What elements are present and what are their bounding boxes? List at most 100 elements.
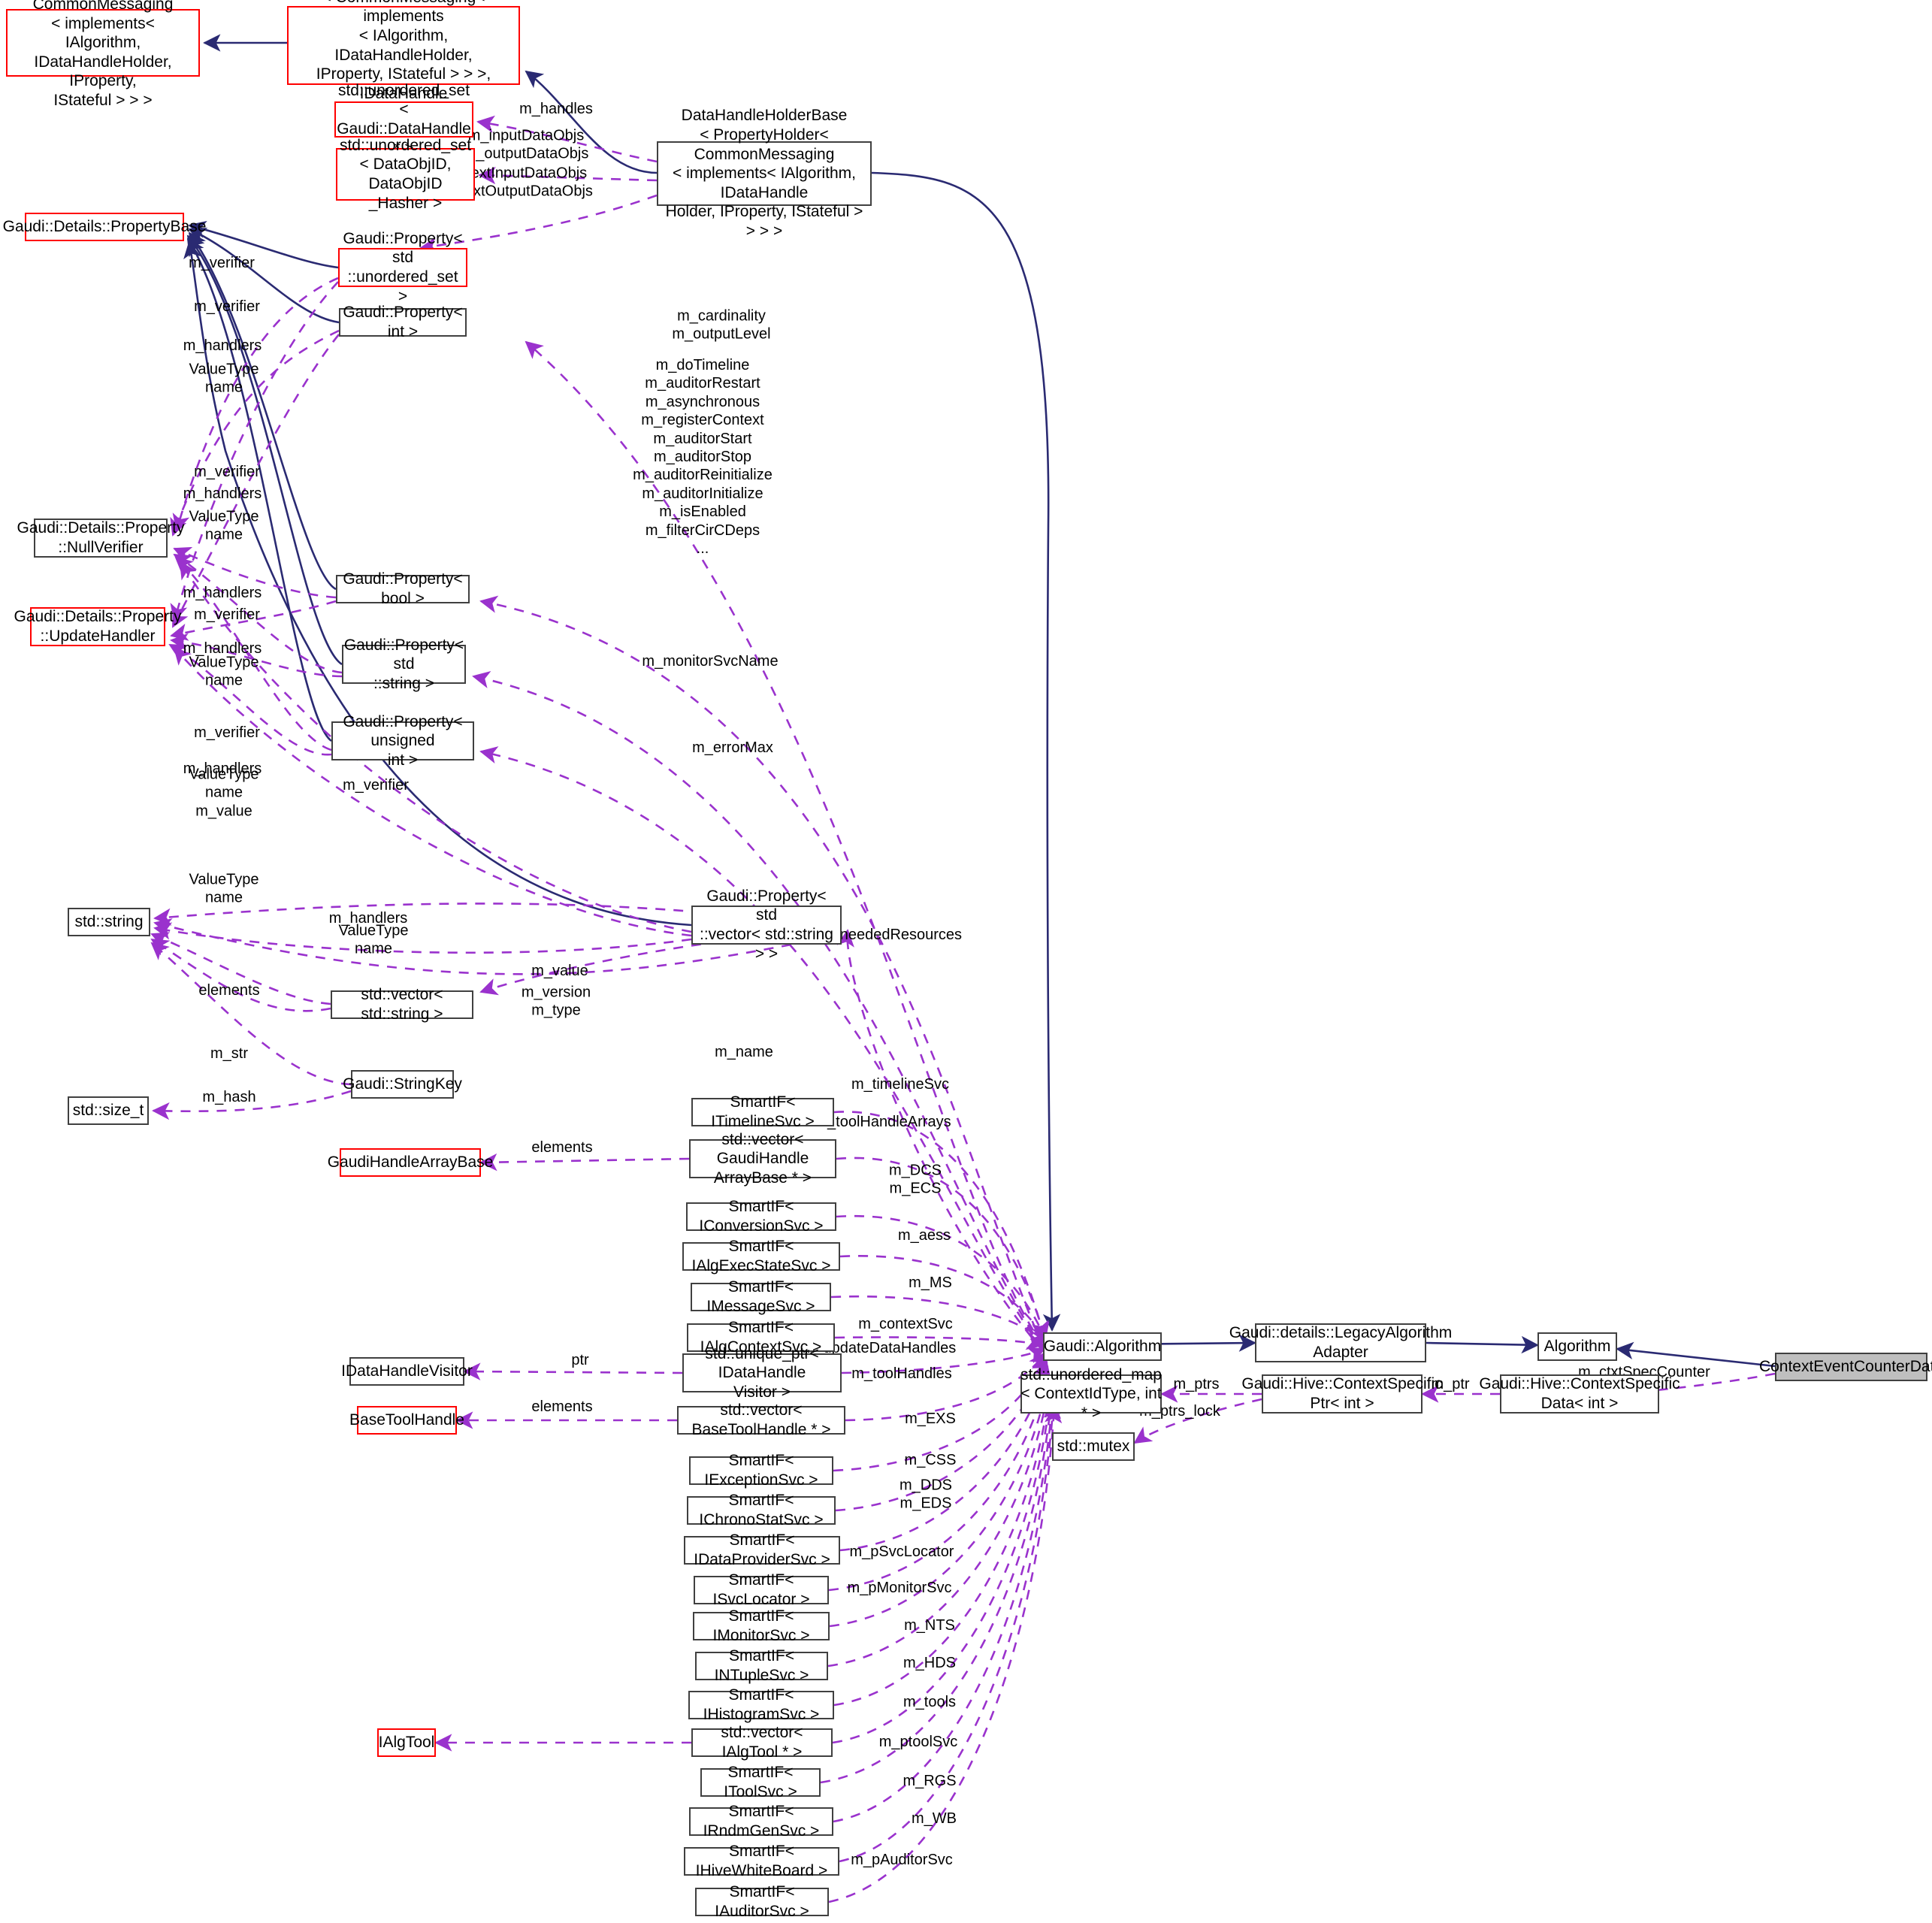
edge-label-l_handlers_2: m_handlers: [183, 485, 262, 502]
class-node-uptr_idatahandlevisitor[interactable]: std::unique_ptr< IDataHandle Visitor >: [682, 1345, 842, 1401]
edge-label-l_ptoolsvc: m_ptoolSvc: [878, 1733, 958, 1750]
class-node-uset_dataobjid[interactable]: std::unordered_set < DataObjID, DataObjI…: [336, 137, 475, 212]
class-node-smartif_imessage[interactable]: SmartIF< IMessageSvc >: [691, 1278, 831, 1315]
edge-label-l_contextsvc: m_contextSvc: [858, 1315, 953, 1332]
edge-label-l_errormax: m_errorMax: [692, 739, 773, 756]
class-node-smartif_ialgexecstate[interactable]: SmartIF< IAlgExecStateSvc >: [682, 1238, 840, 1274]
edge-label-l_monitorsvcname: m_monitorSvcName: [642, 652, 779, 670]
edge-label-l_elements_1: elements: [198, 981, 260, 999]
edge-label-l_ptr2: m_ptr: [1431, 1375, 1470, 1392]
edge-label-l_nts: m_NTS: [904, 1616, 955, 1634]
class-node-prop_uset[interactable]: Gaudi::Property< std ::unordered_set >: [338, 230, 467, 305]
class-node-ctxspecdata[interactable]: Gaudi::Hive::ContextSpecific Data< int >: [1479, 1374, 1680, 1414]
edge-label-l_elements_2: elements: [531, 1138, 593, 1156]
class-node-umap_contextid[interactable]: std::unordered_map < ContextIdType, int …: [1020, 1365, 1162, 1422]
edge-label-l_pmonitorsvc: m_pMonitorSvc: [847, 1579, 952, 1596]
class-node-propertyholder[interactable]: PropertyHolder< CommonMessaging < implem…: [6, 0, 200, 109]
edge-label-l_valuetype_1: ValueType name: [189, 361, 259, 396]
class-node-datahandleholderbase[interactable]: DataHandleHolderBase < PropertyHolder< C…: [657, 107, 872, 240]
edge-label-l_verifier_2: m_verifier: [194, 298, 260, 315]
class-node-propertybase[interactable]: Gaudi::Details::PropertyBase: [3, 213, 206, 241]
class-node-smartif_timeline[interactable]: SmartIF< ITimelineSvc >: [691, 1093, 834, 1130]
edge-label-l_valuetype_3: ValueType name: [189, 654, 259, 689]
class-node-vec_ialgtool[interactable]: std::vector< IAlgTool * >: [691, 1724, 833, 1761]
edge-label-l_ms: m_MS: [909, 1274, 952, 1291]
edge-label-l_str: m_str: [210, 1045, 248, 1062]
edge-label-l_hash: m_hash: [202, 1088, 256, 1105]
edge-label-l_m_handles: m_handles: [519, 100, 593, 117]
class-node-prop_string[interactable]: Gaudi::Property< std ::string >: [342, 636, 466, 692]
edge-label-l_toolhandles: m_toolHandles: [851, 1365, 952, 1382]
class-node-gaudi_algorithm[interactable]: Gaudi::Algorithm: [1043, 1332, 1162, 1361]
edge-label-l_pauditorsvc: m_pAuditorSvc: [851, 1851, 953, 1868]
edge-label-l_handlers_1: m_handlers: [183, 337, 262, 354]
class-node-algorithm[interactable]: Algorithm: [1537, 1332, 1617, 1361]
edge-label-l_tools: m_tools: [903, 1693, 957, 1710]
class-node-smartif_iauditor[interactable]: SmartIF< IAuditorSvc >: [695, 1883, 829, 1920]
edge-label-l_elements_3: elements: [531, 1398, 593, 1415]
edge-label-l_aess: m_aess: [897, 1226, 951, 1244]
class-node-prop_int[interactable]: Gaudi::Property< int >: [339, 304, 467, 340]
edge-label-l_ptrs: m_ptrs: [1173, 1375, 1220, 1392]
class-node-extends[interactable]: extends< PropertyHolder < CommonMessagin…: [287, 0, 520, 121]
edge-label-l_verifier_3: m_verifier: [194, 463, 260, 480]
class-node-smartif_imonitor[interactable]: SmartIF< IMonitorSvc >: [693, 1607, 830, 1644]
class-node-vec_gaudihandlearray[interactable]: std::vector< GaudiHandle ArrayBase * >: [689, 1131, 836, 1187]
edge-label-l_timelinesvc: m_timelineSvc: [851, 1075, 950, 1093]
edge-label-l_verifier_6: m_verifier: [343, 776, 409, 794]
class-node-prop_uint[interactable]: Gaudi::Property< unsigned int >: [331, 713, 474, 769]
edge-label-l_verifier_5: m_verifier: [194, 724, 260, 741]
edge-label-l_value: m_value: [531, 962, 588, 979]
edge-label-l_input_output: m_inputDataObjs m_outputDataObjs: [463, 127, 589, 162]
edge-label-l_dds_eds: m_DDS m_EDS: [899, 1477, 953, 1512]
edge-label-l_dcs_ecs: m_DCS m_ECS: [888, 1162, 942, 1197]
edge-label-l_valuetype_2: ValueType name: [189, 508, 259, 543]
class-node-smartif_idataprovider[interactable]: SmartIF< IDataProviderSvc >: [684, 1531, 840, 1568]
class-node-smartif_ihistogram[interactable]: SmartIF< IHistogramSvc >: [688, 1686, 834, 1723]
class-node-gaudihandlearraybase[interactable]: GaudiHandleArrayBase: [328, 1148, 493, 1177]
class-node-size_t[interactable]: std::size_t: [68, 1096, 149, 1125]
edge-label-l_psvclocator: m_pSvcLocator: [849, 1543, 954, 1560]
class-node-uset_datahandle[interactable]: std::unordered_set < Gaudi::DataHandle *…: [334, 82, 473, 157]
class-node-smartif_irndmgen[interactable]: SmartIF< IRndmGenSvc >: [689, 1803, 833, 1840]
class-node-smartif_ihivewhiteboard[interactable]: SmartIF< IHiveWhiteBoard >: [684, 1843, 839, 1879]
class-node-basetoolhandle[interactable]: BaseToolHandle: [349, 1406, 464, 1435]
class-node-smartif_intuple[interactable]: SmartIF< INTupleSvc >: [695, 1647, 828, 1684]
edge-label-l_handlers_3: m_handlers: [183, 584, 262, 601]
class-node-vec_basetoolhandle[interactable]: std::vector< BaseToolHandle * >: [677, 1401, 845, 1438]
edge-label-l_rgs: m_RGS: [903, 1772, 957, 1789]
edge-label-l_version_type: m_version m_type: [521, 984, 591, 1019]
edge-label-l_toolhandlearrays: m_toolHandleArrays: [815, 1113, 951, 1130]
class-node-contexteventcounterdata[interactable]: ContextEventCounterData: [1759, 1353, 1932, 1381]
class-node-ialgtool[interactable]: IAlgTool: [377, 1728, 436, 1757]
edge-label-l_cardinality_outputlevel: m_cardinality m_outputLevel: [672, 307, 771, 343]
class-node-smartif_isvclocator[interactable]: SmartIF< ISvcLocator >: [694, 1571, 829, 1608]
class-node-nullverifier[interactable]: Gaudi::Details::Property ::NullVerifier: [17, 519, 185, 558]
class-node-vec_string[interactable]: std::vector< std::string >: [331, 986, 473, 1023]
class-node-prop_bool[interactable]: Gaudi::Property< bool >: [336, 570, 470, 607]
class-node-prop_vec_string[interactable]: Gaudi::Property< std ::vector< std::stri…: [691, 887, 842, 963]
class-node-ctxspecptr[interactable]: Gaudi::Hive::ContextSpecific Ptr< int >: [1241, 1374, 1443, 1414]
edge-label-l_css: m_CSS: [904, 1451, 957, 1468]
edge-label-l_exs: m_EXS: [905, 1410, 956, 1427]
edge-label-l_hds: m_HDS: [903, 1654, 957, 1671]
class-node-smartif_ichronostat[interactable]: SmartIF< IChronoStatSvc >: [687, 1492, 836, 1528]
class-node-legacy_adapter[interactable]: Gaudi::details::LegacyAlgorithm Adapter: [1229, 1323, 1453, 1362]
edge-label-l_verifier_4: m_verifier: [194, 606, 260, 623]
class-node-idatahandlevisitor[interactable]: IDataHandleVisitor: [341, 1357, 473, 1386]
edge-label-l_valuetype_5: ValueType name: [189, 871, 259, 906]
class-node-smartif_itool[interactable]: SmartIF< IToolSvc >: [700, 1764, 821, 1801]
class-node-std_string[interactable]: std::string: [68, 908, 150, 936]
class-node-smartif_iconversion[interactable]: SmartIF< IConversionSvc >: [686, 1198, 836, 1235]
class-node-std_mutex[interactable]: std::mutex: [1052, 1432, 1135, 1461]
class-node-stringkey[interactable]: Gaudi::StringKey: [343, 1070, 462, 1099]
edge-label-l_name: m_name: [715, 1043, 773, 1060]
edge-label-l_wb: m_WB: [912, 1810, 957, 1827]
edge-label-l_valuetype_6: ValueType name: [338, 922, 409, 957]
class-node-updatehandler[interactable]: Gaudi::Details::Property ::UpdateHandler: [14, 607, 182, 646]
edge-label-l_valuetype_4: ValueType name m_value: [189, 766, 259, 820]
class-node-smartif_iexception[interactable]: SmartIF< IExceptionSvc >: [689, 1452, 833, 1489]
edge-label-l_ptr: ptr: [571, 1351, 589, 1368]
